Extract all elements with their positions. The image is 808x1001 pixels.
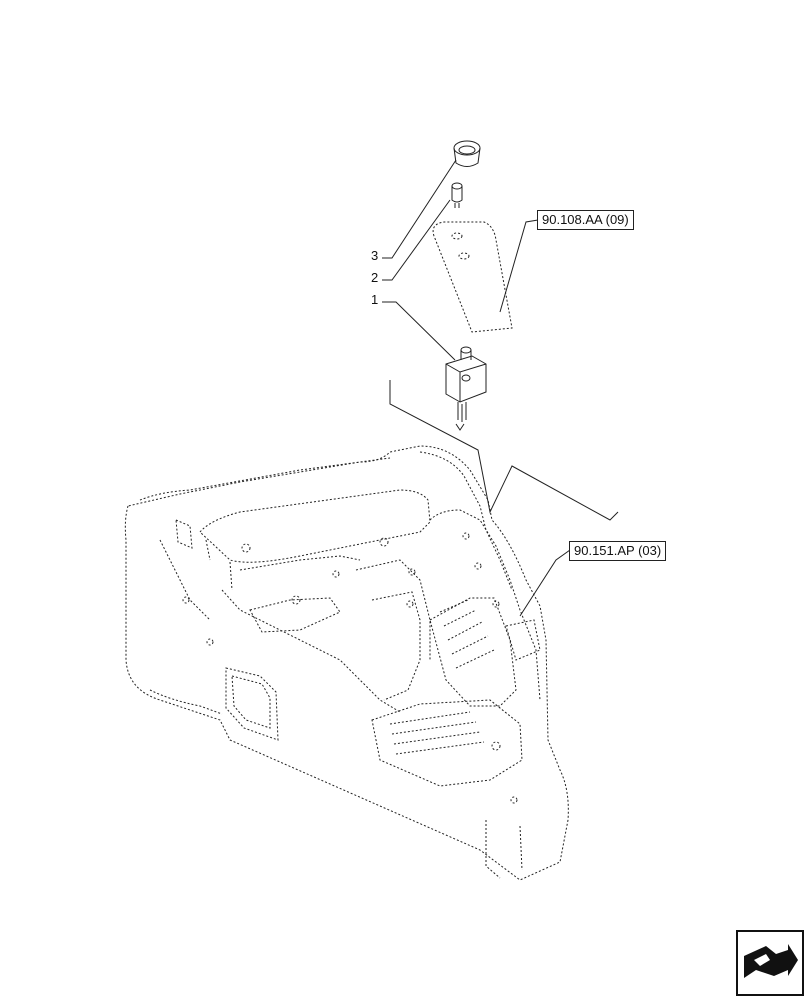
- part-2-bulb: [451, 182, 463, 208]
- part-1-switch: [445, 346, 487, 431]
- console-assembly: [124, 445, 569, 881]
- leader-line-3: [382, 159, 457, 259]
- leader-line-plate: [499, 219, 539, 313]
- item-number-1: 1: [371, 292, 379, 307]
- part-3-knob: [453, 140, 481, 167]
- leader-line-2: [382, 199, 451, 281]
- leader-line-1: [382, 301, 456, 361]
- leader-line-console: [519, 549, 571, 617]
- item-number-3: 3: [371, 248, 379, 263]
- arrow-navigation-icon[interactable]: [736, 930, 804, 996]
- callout-ref-console[interactable]: 90.151.AP (03): [569, 541, 667, 561]
- dashed-plate: [432, 221, 513, 333]
- item-number-2: 2: [371, 270, 379, 285]
- installation-line: [389, 380, 619, 521]
- callout-ref-plate[interactable]: 90.108.AA (09): [537, 210, 634, 230]
